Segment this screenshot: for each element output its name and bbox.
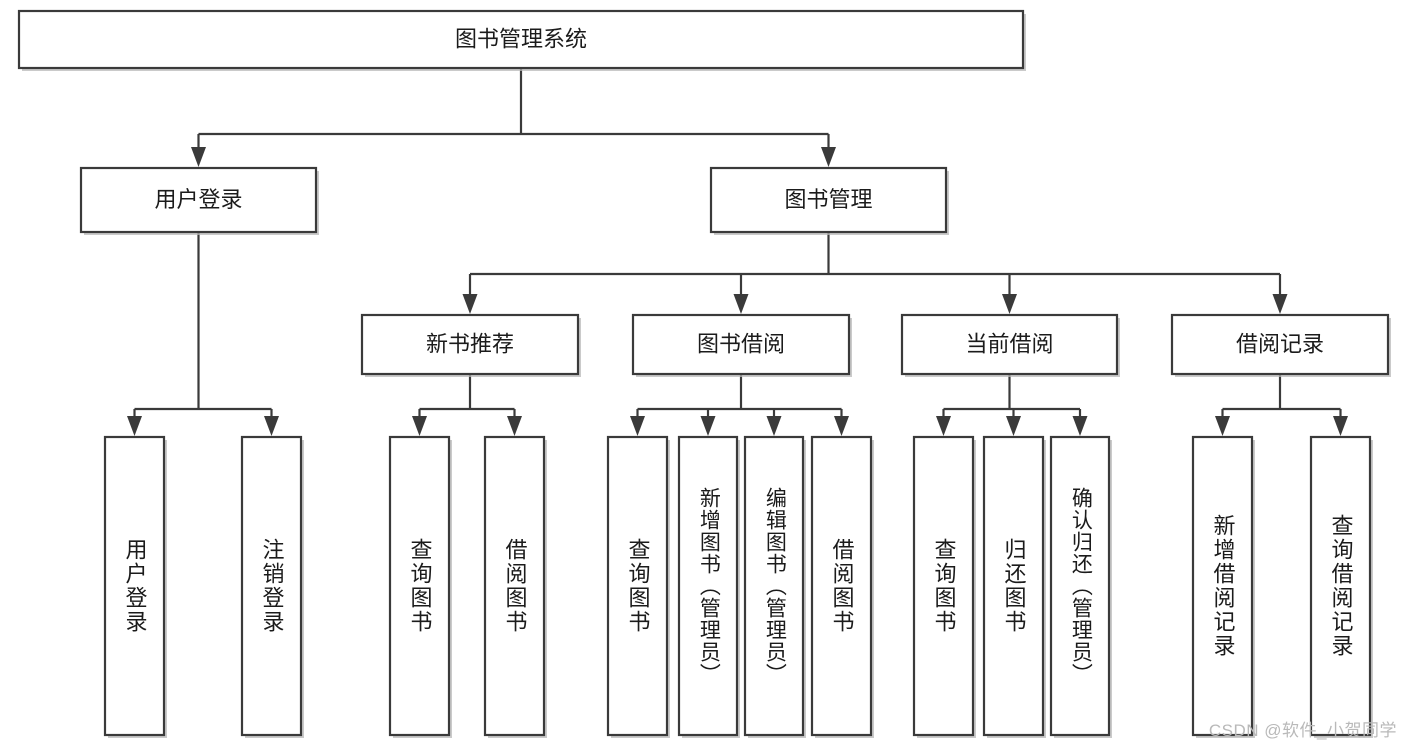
node-label: 借阅记录: [1236, 331, 1324, 356]
node-leaf_2[interactable]: [388, 435, 452, 738]
connector-group: [127, 232, 279, 436]
node-label: 用户登录: [154, 187, 242, 212]
node-leaf_1[interactable]: [240, 435, 304, 738]
node-leaf_7[interactable]: [810, 435, 874, 738]
node-l3_0[interactable]: [360, 313, 581, 377]
connector-group: [936, 374, 1088, 436]
node-label: 新书推荐: [426, 331, 514, 356]
node-root[interactable]: [17, 9, 1026, 71]
node-leaf_11[interactable]: [1191, 435, 1255, 738]
watermark-text: CSDN @软件_小贺同学: [1208, 721, 1397, 740]
node-leaf_9[interactable]: [982, 435, 1046, 738]
node-leaf_8[interactable]: [912, 435, 976, 738]
connector-group: [630, 374, 849, 436]
connectors-layer: [127, 68, 1348, 436]
node-label: 图书管理: [784, 187, 872, 212]
node-label: 图书管理系统: [455, 26, 587, 51]
connector-group: [191, 68, 836, 167]
node-leaf_12[interactable]: [1309, 435, 1373, 738]
connector-group: [412, 374, 522, 436]
node-leaf_3[interactable]: [483, 435, 547, 738]
node-label: 图书借阅: [697, 331, 785, 356]
node-l3_2[interactable]: [900, 313, 1120, 377]
node-boxes-layer: [17, 9, 1391, 738]
node-l3_3[interactable]: [1170, 313, 1391, 377]
connector-group: [462, 232, 1288, 314]
node-l2_0[interactable]: [79, 166, 319, 235]
node-leaf_4[interactable]: [606, 435, 670, 738]
node-leaf_5[interactable]: [677, 435, 740, 738]
node-leaf_0[interactable]: [103, 435, 167, 738]
node-l2_1[interactable]: [709, 166, 949, 235]
node-label: 当前借阅: [965, 331, 1053, 356]
node-leaf_10[interactable]: [1049, 435, 1112, 738]
connector-group: [1215, 374, 1348, 436]
node-leaf_6[interactable]: [743, 435, 806, 738]
node-l3_1[interactable]: [631, 313, 852, 377]
